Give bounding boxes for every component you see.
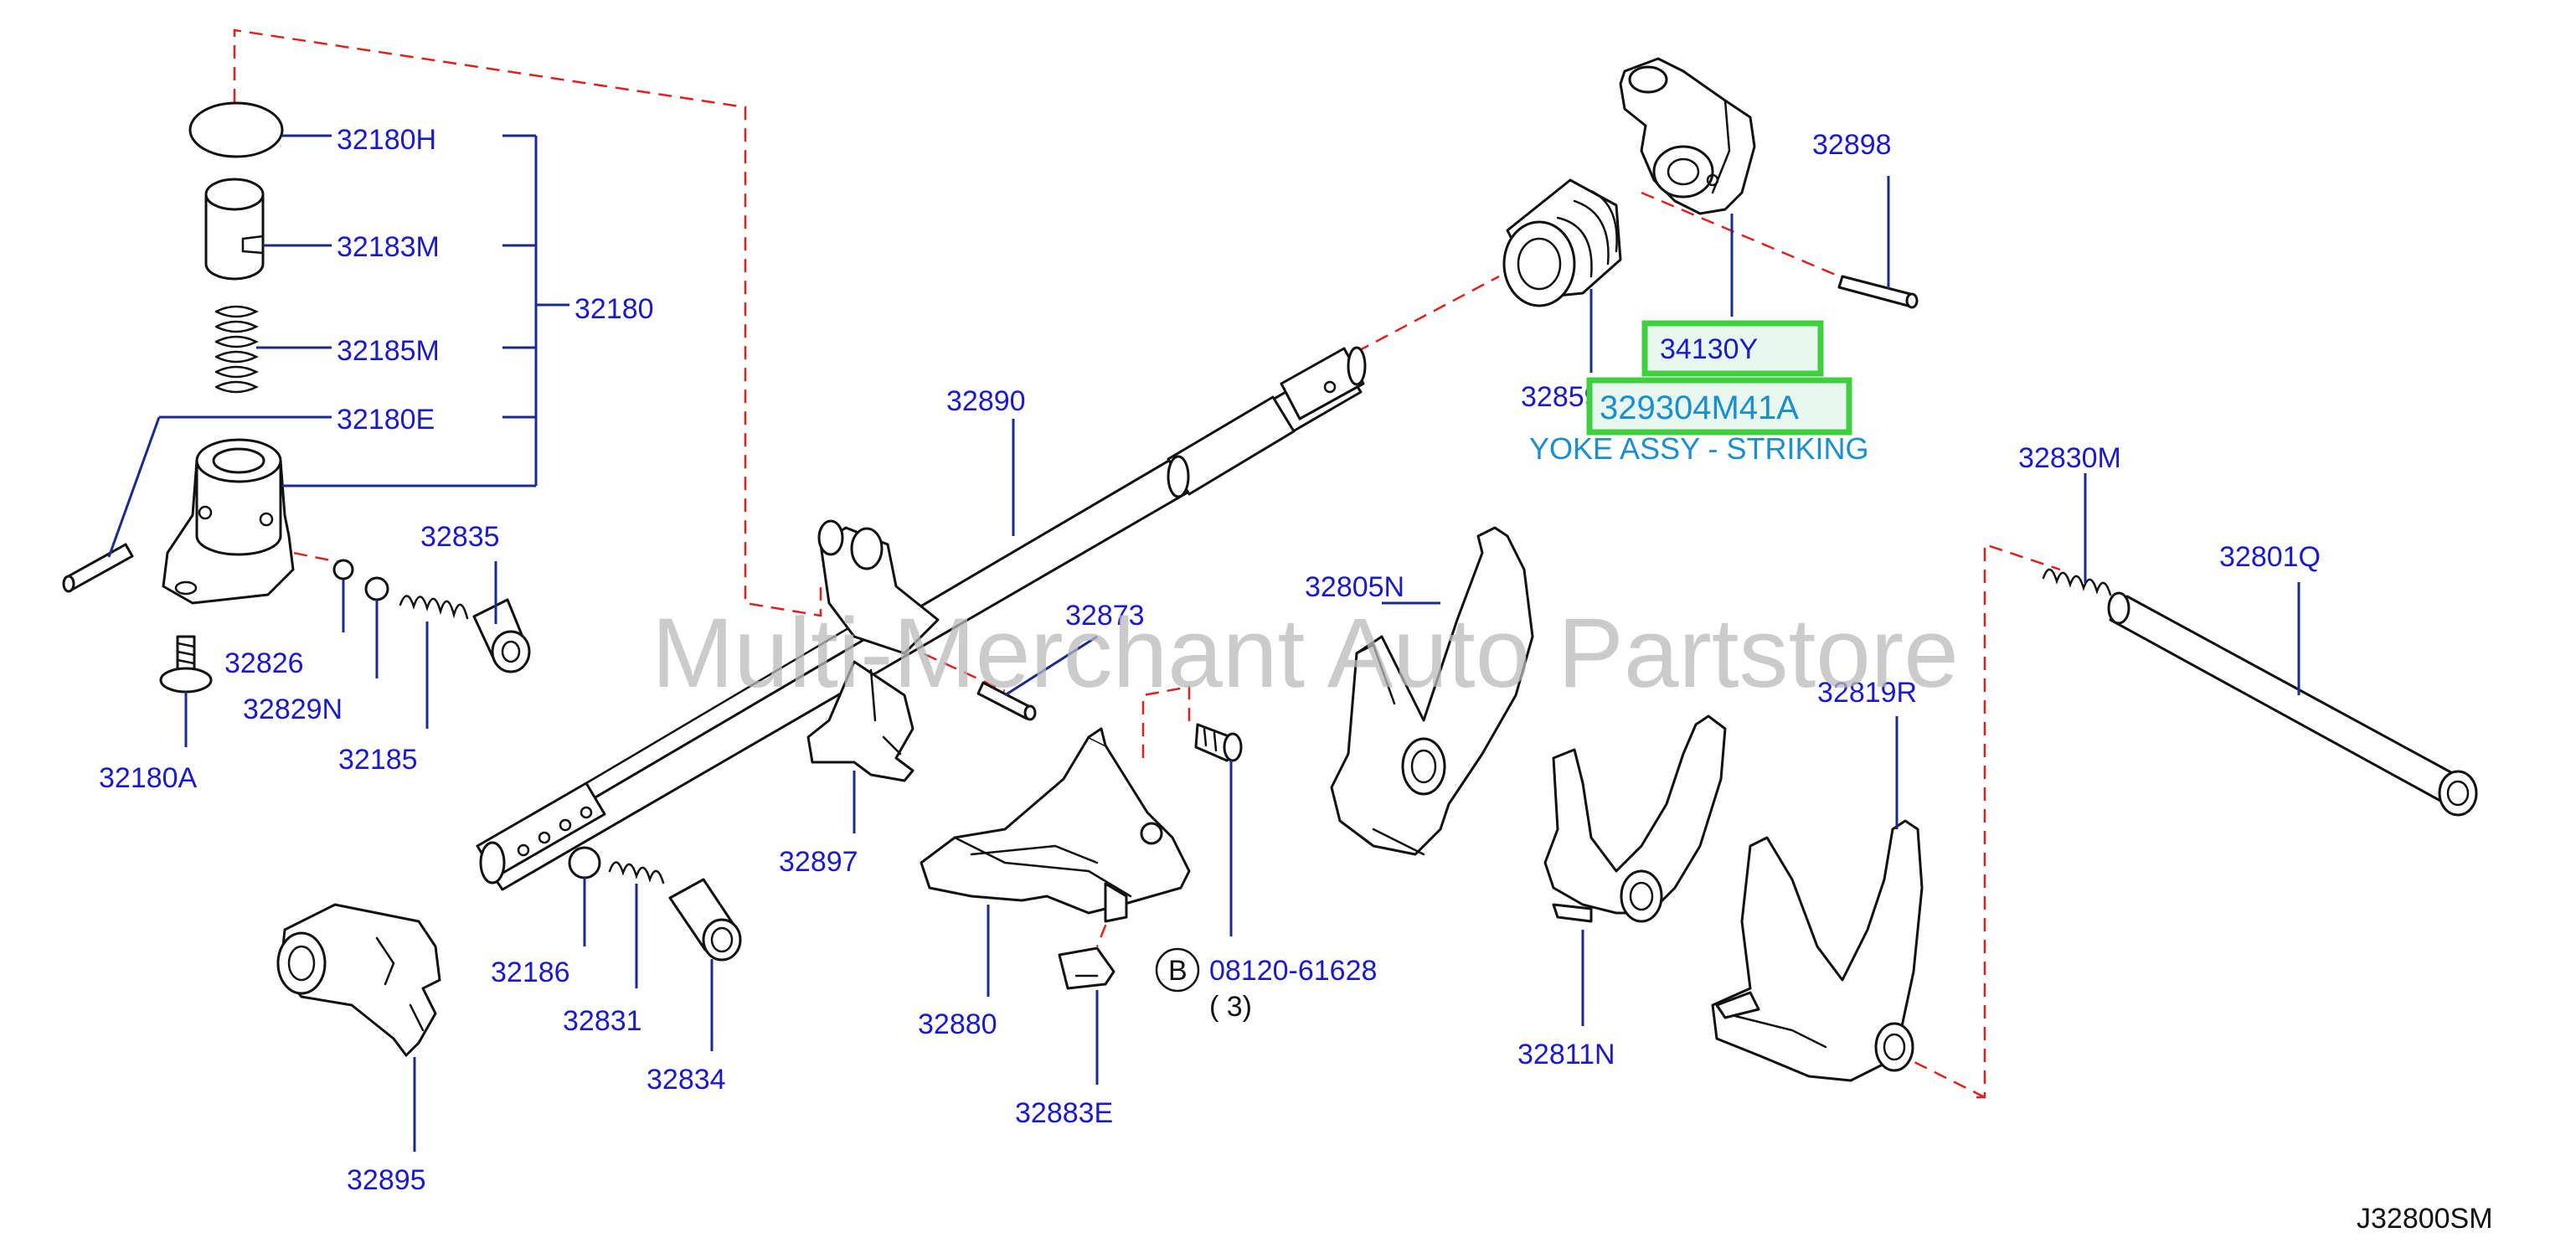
spring-32831 <box>608 861 665 885</box>
ball-32186 <box>568 846 601 879</box>
bolt-08120 <box>1194 723 1243 762</box>
watermark: Multi-Merchant Auto Partstore <box>652 598 1959 709</box>
block-32883E <box>1058 946 1115 990</box>
label-34130Y[interactable]: 34130Y <box>1660 333 1758 365</box>
bolt-badge-circle <box>1155 947 1200 993</box>
plug-32834 <box>668 878 742 962</box>
label-32805N[interactable]: 32805N <box>1305 571 1404 603</box>
bolt-32180A <box>159 635 213 694</box>
fork-32811N <box>1543 714 1727 923</box>
label-32801Q[interactable]: 32801Q <box>2219 541 2321 573</box>
label-32897[interactable]: 32897 <box>779 846 858 878</box>
diagram-code: J32800SM <box>2357 1203 2493 1235</box>
label-32895[interactable]: 32895 <box>347 1164 426 1196</box>
highlighted-parts: 34130Y 329304M41A YOKE ASSY - STRIKING <box>1529 320 1868 466</box>
label-32186[interactable]: 32186 <box>491 957 570 988</box>
spring-32185 <box>399 595 469 620</box>
lever-32897 <box>806 660 914 782</box>
interlock-plate <box>920 727 1191 923</box>
label-32880[interactable]: 32880 <box>918 1008 997 1040</box>
label-32826[interactable]: 32826 <box>224 647 304 679</box>
retaining-ring <box>188 101 284 158</box>
part-description: YOKE ASSY - STRIKING <box>1529 431 1868 466</box>
lever-32895 <box>276 903 441 1057</box>
label-32811N[interactable]: 32811N <box>1517 1039 1615 1070</box>
label-32835[interactable]: 32835 <box>420 521 500 553</box>
highlight-box-329304M41A <box>1586 377 1852 436</box>
retaining-pin-left <box>62 543 134 593</box>
detent-spring-upper <box>214 305 259 394</box>
label-32185M[interactable]: 32185M <box>337 335 440 367</box>
label-32180A[interactable]: 32180A <box>99 762 198 794</box>
part-labels: 32180H 32183M 32185M 32180 32180E 32835 … <box>99 124 2321 1196</box>
detent-plug <box>204 178 265 281</box>
label-32890[interactable]: 32890 <box>946 385 1026 417</box>
label-32883E[interactable]: 32883E <box>1015 1097 1113 1129</box>
pin-32873 <box>976 681 1037 721</box>
boot-32859 <box>1502 178 1622 307</box>
label-32185[interactable]: 32185 <box>338 744 418 776</box>
label-329304M41A[interactable]: 329304M41A <box>1600 389 1799 426</box>
rod-32801Q <box>2107 591 2478 817</box>
fork-32819R <box>1711 819 1924 1082</box>
label-32180H[interactable]: 32180H <box>337 124 436 156</box>
label-32183M[interactable]: 32183M <box>337 231 440 263</box>
yoke-assy-striking <box>1619 57 1756 215</box>
label-32831[interactable]: 32831 <box>563 1005 642 1037</box>
spring-32830M <box>2042 568 2112 596</box>
label-32830M[interactable]: 32830M <box>2018 442 2121 474</box>
pin-32898 <box>1837 275 1919 309</box>
highlight-box-34130Y <box>1641 320 1824 377</box>
leader-lines <box>107 134 2300 1152</box>
bolt-badge-letter: B <box>1168 955 1188 987</box>
plug-32835 <box>472 598 531 673</box>
label-32180E[interactable]: 32180E <box>337 404 435 436</box>
label-32819R[interactable]: 32819R <box>1817 677 1917 709</box>
label-32898[interactable]: 32898 <box>1812 129 1892 161</box>
fork-32805N <box>1330 526 1534 856</box>
check-ball-small <box>332 559 389 601</box>
label-32834[interactable]: 32834 <box>647 1064 726 1096</box>
rod-lever-block <box>817 519 940 655</box>
label-32829N[interactable]: 32829N <box>243 694 343 725</box>
label-32873[interactable]: 32873 <box>1065 600 1145 632</box>
label-08120-61628[interactable]: 08120-61628 <box>1209 955 1377 987</box>
detent-housing <box>162 438 295 605</box>
label-32180[interactable]: 32180 <box>574 293 654 325</box>
bolt-quantity: ( 3) <box>1209 991 1252 1023</box>
